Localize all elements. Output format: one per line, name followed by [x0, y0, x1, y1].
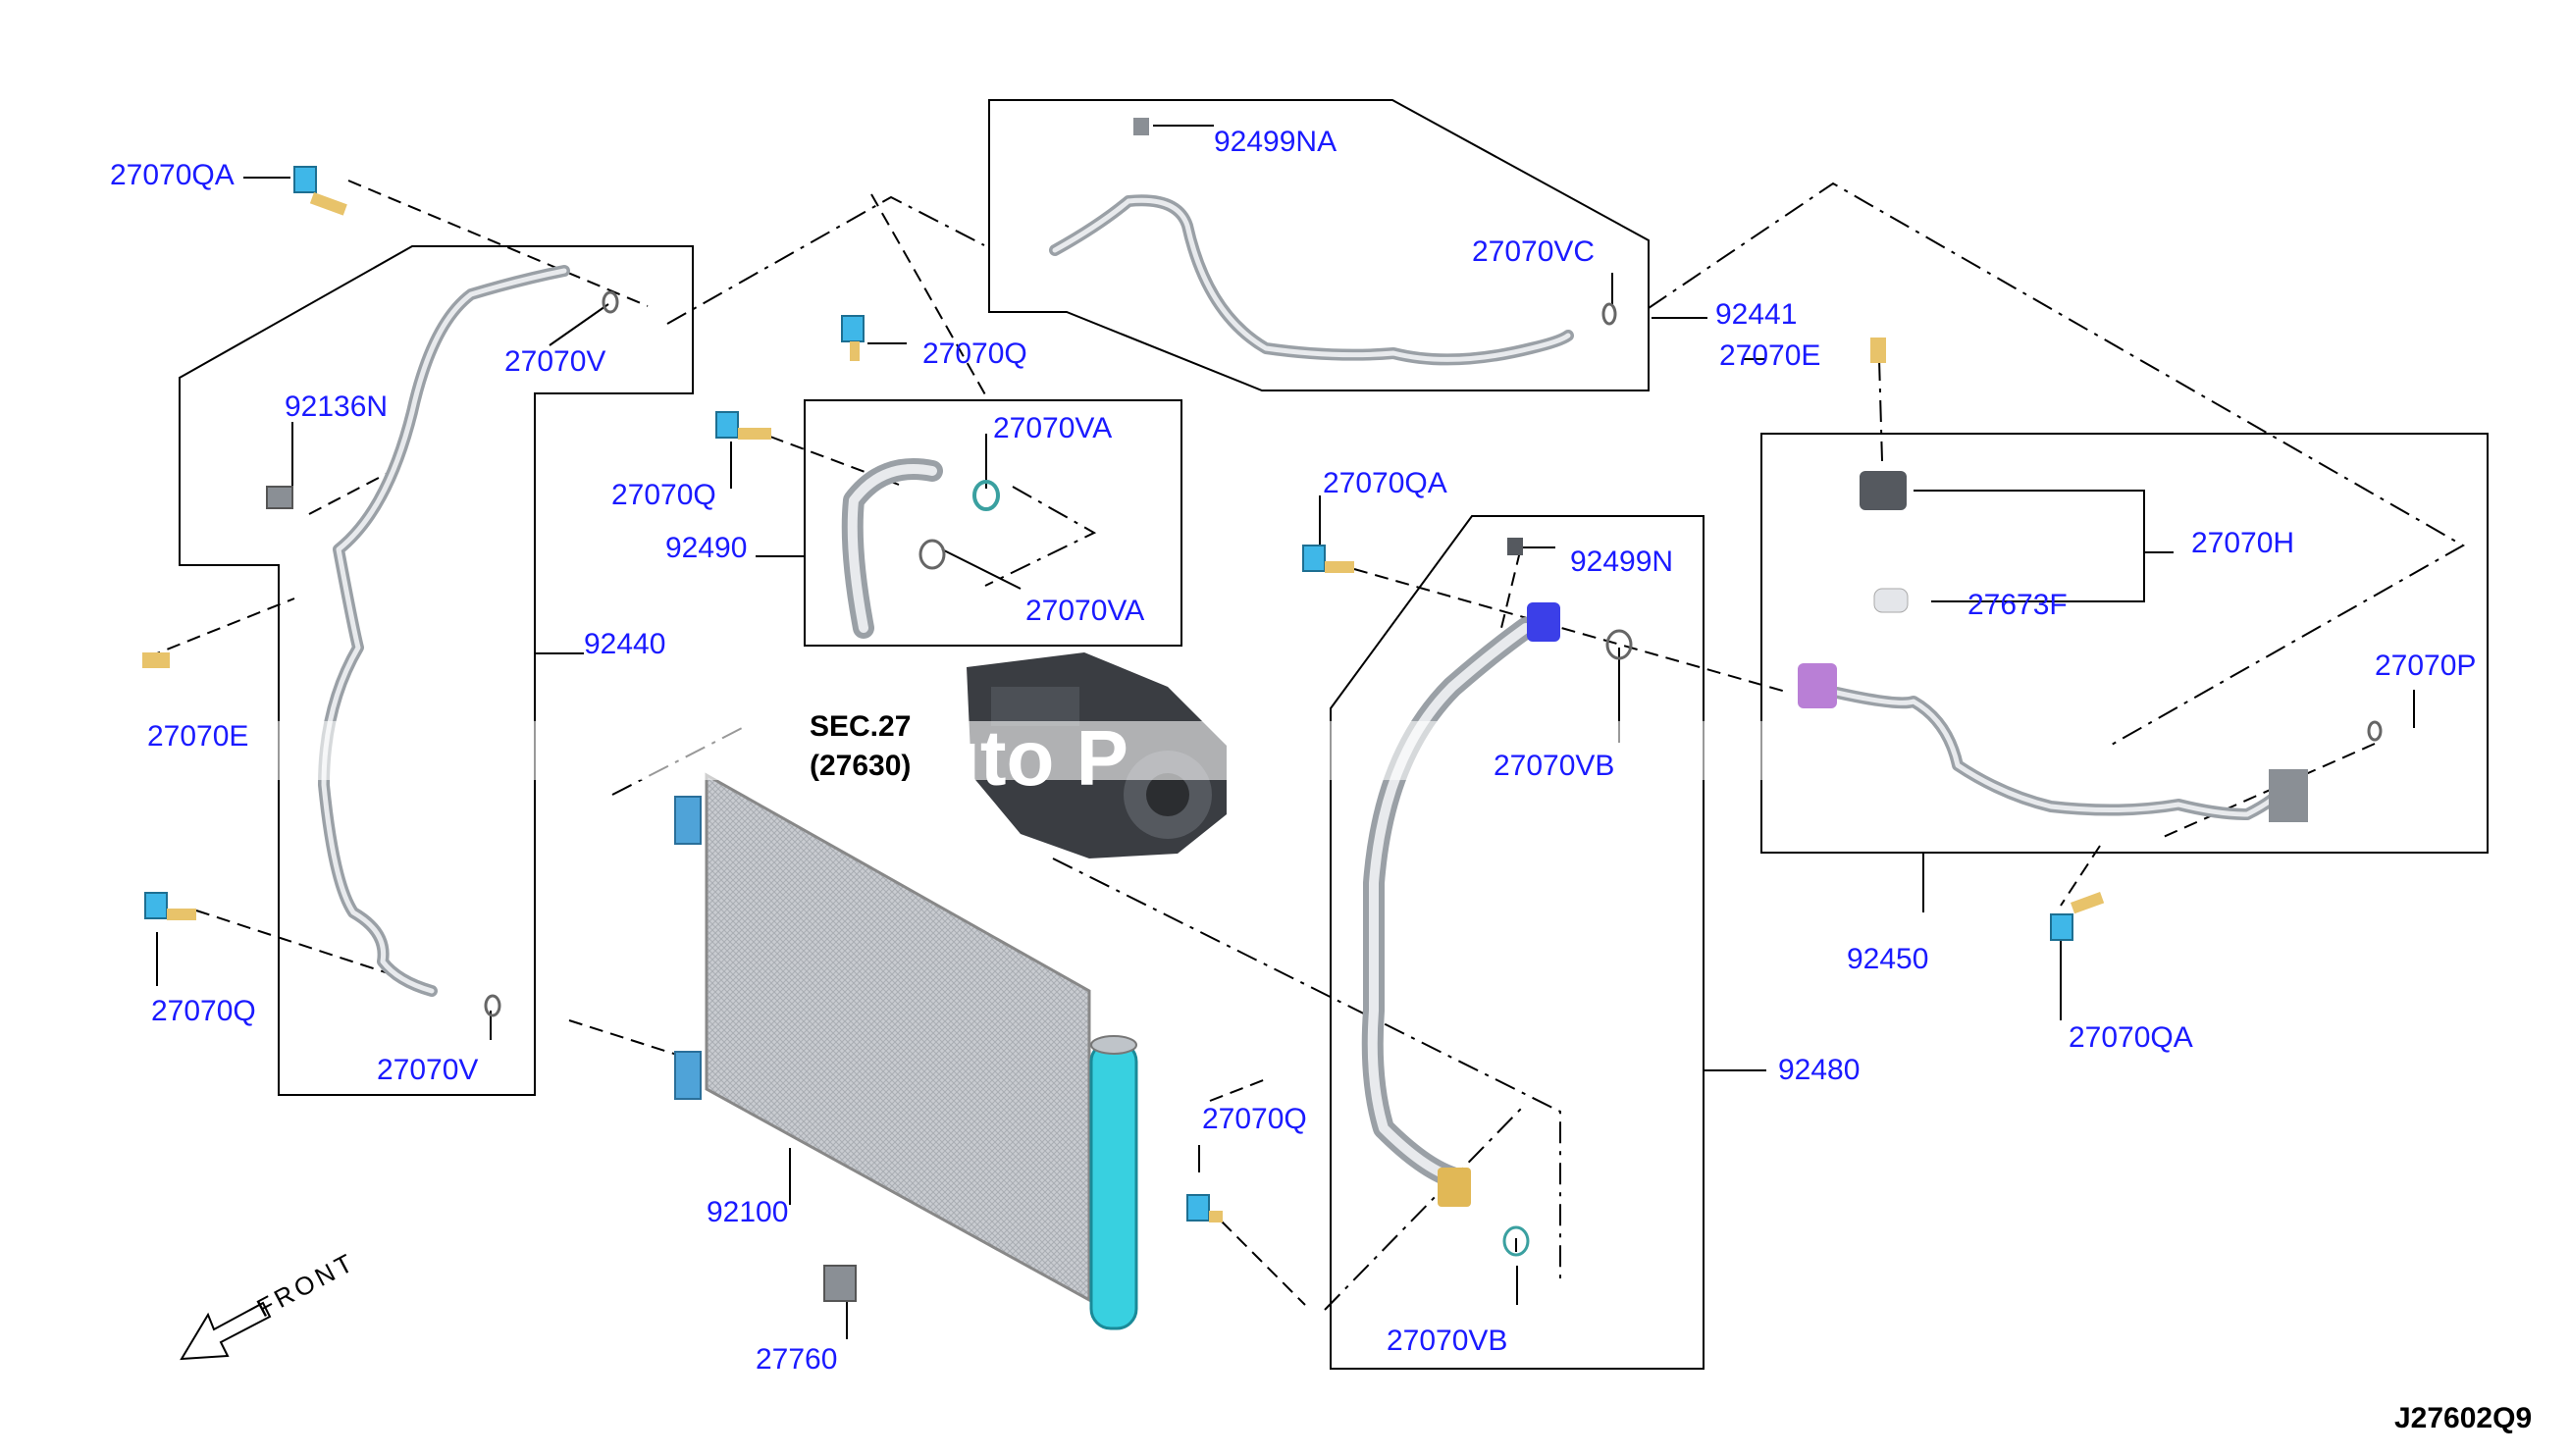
front-arrow-icon [180, 1301, 272, 1361]
bolt-27070Q-lower [1186, 1194, 1223, 1222]
label-27070QA-mid: 27070QA [1323, 467, 1447, 499]
label-92100: 92100 [707, 1196, 788, 1228]
label-92499NA: 92499NA [1214, 126, 1337, 158]
pipe-92440 [318, 265, 570, 997]
pipe-92490 [841, 458, 943, 639]
label-27070VC: 27070VC [1472, 235, 1595, 268]
clip-27070H [1860, 471, 1907, 510]
label-27070H: 27070H [2191, 527, 2294, 559]
cap-27673F [1873, 588, 1909, 613]
section-ref-line2: (27630) [810, 750, 911, 782]
label-27760: 27760 [756, 1343, 837, 1376]
fitting-92480-lower [1438, 1168, 1471, 1207]
frame-92480 [1330, 515, 1705, 1370]
label-27070P: 27070P [2375, 650, 2476, 682]
bolt-27070QA-mid [1302, 545, 1354, 573]
label-27070Q-lower: 27070Q [1202, 1103, 1307, 1135]
condenser-92100 [674, 772, 1138, 1330]
o-rings [484, 290, 2383, 1257]
part-labels: 27070QA 27070V 92136N 27070E 92440 27070… [110, 126, 2476, 1376]
sensor-27760 [823, 1265, 857, 1302]
frame-92441 [988, 99, 1650, 391]
valve-92499N [1507, 538, 1523, 555]
label-27070VA-upper: 27070VA [993, 412, 1112, 444]
pipe-92480 [1361, 617, 1537, 1188]
label-27673F: 27673F [1967, 589, 2068, 621]
bolt-27070Q-left [144, 892, 196, 920]
pipe-92441 [1049, 194, 1574, 366]
label-27070V-top: 27070V [504, 345, 605, 378]
label-92450: 92450 [1847, 943, 1928, 975]
label-92136N: 92136N [285, 390, 388, 423]
front-label: FRONT [252, 1246, 361, 1323]
label-27070QA-right: 27070QA [2069, 1021, 2193, 1054]
valve-92499NA [1133, 118, 1149, 135]
sensor-27070E-right [1870, 338, 1886, 363]
label-27070E-right: 27070E [1719, 339, 1820, 372]
section-ref-line1: SEC.27 [810, 710, 911, 743]
bolt-27070QA-top [293, 166, 347, 216]
sensor-27070E-left [142, 652, 170, 668]
pipe-92450 [1831, 687, 2292, 820]
label-27070VB-upper: 27070VB [1494, 750, 1614, 782]
label-92440: 92440 [584, 628, 665, 660]
block-92480 [1527, 602, 1560, 642]
section-reference: SEC.27 (27630) [810, 710, 911, 782]
label-27070VA-lower: 27070VA [1025, 595, 1144, 627]
leader-lines [156, 125, 2415, 1339]
label-27070Q-upper: 27070Q [922, 338, 1027, 370]
bolt-27070Q-upper [841, 315, 865, 361]
label-92441: 92441 [1715, 298, 1797, 331]
bracket-92450 [2269, 769, 2308, 822]
label-27070Q-left: 27070Q [151, 995, 256, 1027]
label-92499N: 92499N [1570, 546, 1673, 578]
watermark-band [147, 721, 1796, 780]
label-27070QA-top: 27070QA [110, 159, 235, 191]
label-27070V-bottom: 27070V [377, 1054, 478, 1086]
switch-92136N [266, 486, 293, 509]
block-92450 [1798, 663, 1837, 708]
frame-92490 [804, 399, 1182, 647]
label-27070Q-mid: 27070Q [611, 479, 716, 511]
bolt-27070QA-right [2050, 892, 2105, 941]
label-27070VB-lower: 27070VB [1387, 1325, 1507, 1357]
label-92490: 92490 [665, 532, 747, 564]
frame-92450 [1760, 433, 2489, 854]
diagram-code: J27602Q9 [2394, 1402, 2532, 1434]
label-27070E-left: 27070E [147, 720, 248, 753]
bolt-27070Q-mid [715, 411, 771, 440]
label-92480: 92480 [1778, 1054, 1860, 1086]
frame-92440 [179, 245, 694, 1096]
